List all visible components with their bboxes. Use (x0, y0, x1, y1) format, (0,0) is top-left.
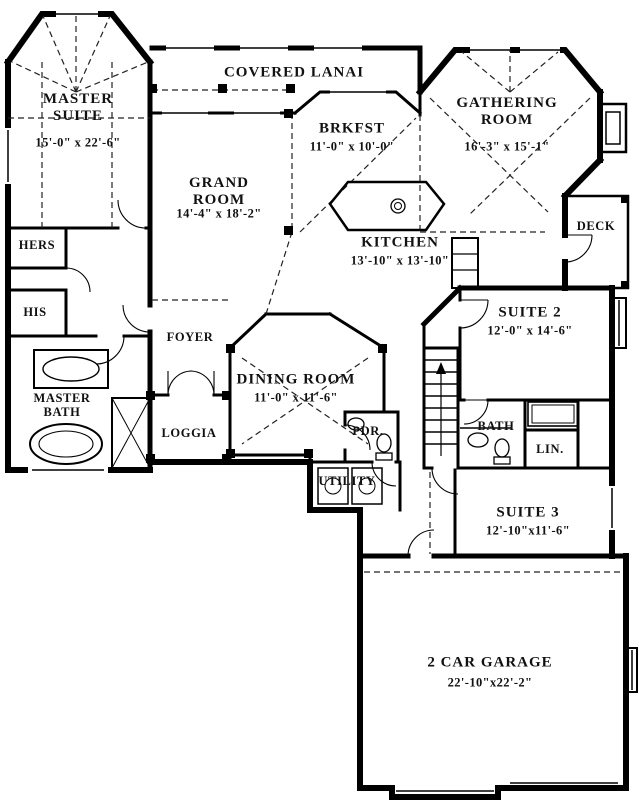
room-label-covered-lanai: COVERED LANAI (223, 64, 365, 81)
kitchen-sink (390, 198, 406, 214)
room-dims-kitchen: 13'-10" x 13'-10" (350, 253, 450, 268)
room-label-gathering-room: GATHERING ROOM (456, 95, 558, 128)
master-tub (29, 423, 103, 465)
door-swings (65, 199, 593, 557)
master-tub-platform (33, 349, 109, 389)
room-label-loggia: LOGGIA (161, 426, 217, 440)
dryer (351, 467, 383, 505)
pdr-toilet (376, 433, 392, 453)
room-dims-master-suite: 15'-0" x 22'-6" (35, 135, 121, 150)
room-dims-dining-room: 11'-0" x 11'-6" (254, 390, 338, 405)
stairs (424, 359, 458, 456)
room-label-suite3: SUITE 3 (496, 504, 560, 521)
room-label-kitchen: KITCHEN (361, 234, 439, 251)
kitchen-island (328, 180, 446, 232)
room-dims-garage: 22'-10"x22'-2" (447, 675, 533, 690)
room-label-foyer: FOYER (166, 330, 214, 344)
bath-tub (527, 401, 579, 427)
deck-outline (565, 194, 630, 290)
washer (317, 467, 349, 505)
ceiling-dashed-lines (8, 15, 622, 573)
room-label-deck: DECK (576, 219, 616, 233)
room-dims-suite2: 12'-0" x 14'-6" (487, 323, 573, 338)
fireplace (598, 102, 628, 154)
room-label-his: HIS (23, 305, 47, 319)
bath-sink (467, 432, 489, 448)
room-label-lin: LIN. (536, 442, 564, 456)
bay-and-fireplace (598, 102, 638, 693)
room-label-hers: HERS (18, 238, 56, 252)
fixtures (29, 180, 579, 505)
bath-toilet (494, 438, 510, 458)
room-label-brkfst: BRKFST (318, 120, 386, 137)
room-label-master-suite: MASTER SUITE (42, 91, 114, 124)
room-label-garage: 2 CAR GARAGE (427, 654, 553, 671)
room-label-utility: UTILITY (318, 474, 376, 488)
room-label-bath: BATH (477, 419, 515, 433)
pdr-sink (347, 417, 365, 431)
room-label-suite2: SUITE 2 (498, 304, 562, 321)
room-label-grand-room: GRAND ROOM (189, 175, 249, 208)
room-dims-brkfst: 11'-0" x 10'-0" (309, 139, 395, 154)
kitchen-appliances (451, 237, 479, 289)
windows (7, 13, 618, 792)
room-label-pdr: PDR. (352, 424, 384, 438)
room-label-master-bath: MASTER BATH (33, 391, 91, 419)
room-dims-suite3: 12'-10"x11'-6" (485, 523, 571, 538)
columns (146, 84, 628, 463)
stairs-arrow (436, 362, 446, 374)
room-dims-gathering-room: 16'-3" x 15'-1" (464, 139, 550, 154)
room-dims-grand-room: 14'-4" x 18'-2" (176, 206, 262, 221)
room-label-dining-room: DINING ROOM (236, 371, 356, 388)
shower (111, 397, 151, 469)
